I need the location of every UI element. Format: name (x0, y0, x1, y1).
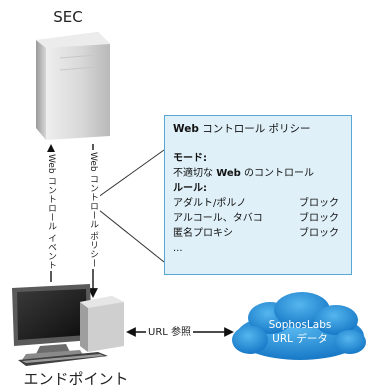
mode-bold: Web (216, 168, 241, 179)
rule-row: 匿名プロキシ ブロック (173, 226, 343, 241)
rule-row: アダルト/ポルノ ブロック (173, 196, 343, 211)
url-reference-label: URL 参照 (146, 323, 194, 338)
callout-line-top (93, 149, 165, 201)
policy-title: Web コントロール ポリシー (173, 122, 343, 137)
rule-action: ブロック (299, 198, 339, 209)
rule-row: アルコール、タバコ ブロック (173, 211, 343, 226)
sophoslabs-cloud-icon (232, 292, 366, 360)
rule-action: ブロック (299, 213, 339, 224)
policy-box: Web コントロール ポリシー モード: 不適切な Web のコントロール ルー… (164, 115, 352, 275)
rules-heading: ルール: (173, 183, 207, 194)
web-control-policy-label: Web コントロール ポリシー (87, 150, 100, 270)
cloud-label-line1: SophosLabs (268, 319, 332, 331)
rules-ellipsis: ... (173, 243, 183, 254)
endpoint-label: エンドポイント (23, 370, 129, 388)
rule-name: アルコール、タバコ (173, 213, 263, 224)
policy-title-rest: コントロール ポリシー (198, 123, 311, 135)
callout-line-bottom (93, 205, 165, 263)
sec-label: SEC (53, 8, 83, 26)
rule-action: ブロック (299, 228, 339, 239)
mode-heading: モード: (173, 153, 207, 164)
rule-name: 匿名プロキシ (173, 228, 233, 239)
web-control-event-label: Web コントロール イベント (45, 152, 58, 272)
sec-server-icon (36, 32, 110, 140)
endpoint-computer-icon (12, 284, 124, 366)
policy-title-bold: Web (173, 123, 199, 135)
cloud-label-line2: URL データ (272, 333, 328, 345)
cloud-label: SophosLabs URL データ (240, 318, 360, 346)
mode-prefix: 不適切な (173, 168, 217, 179)
mode-value: 不適切な Web のコントロール (173, 166, 343, 181)
rule-name: アダルト/ポルノ (173, 198, 247, 209)
mode-suffix: のコントロール (240, 168, 314, 179)
